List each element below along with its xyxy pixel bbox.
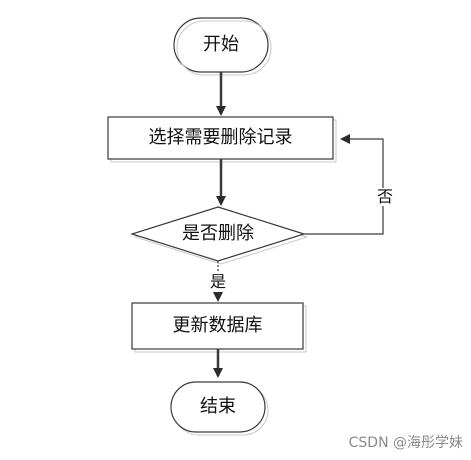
end-node (170, 381, 266, 433)
arrow-no-loop (304, 134, 384, 235)
end-label: 结束 (200, 396, 236, 417)
select-records-label: 选择需要删除记录 (148, 127, 293, 148)
watermark-text: CSDN @海彤学妹 (348, 435, 463, 451)
start-label: 开始 (203, 34, 239, 55)
edge-label-no: 否 (376, 187, 394, 206)
select-records-node (107, 116, 334, 160)
decision-label: 是否删除 (182, 223, 254, 244)
edge-label-yes: 是 (209, 272, 227, 291)
update-db-node (131, 302, 304, 350)
update-db-label: 更新数据库 (172, 315, 263, 336)
